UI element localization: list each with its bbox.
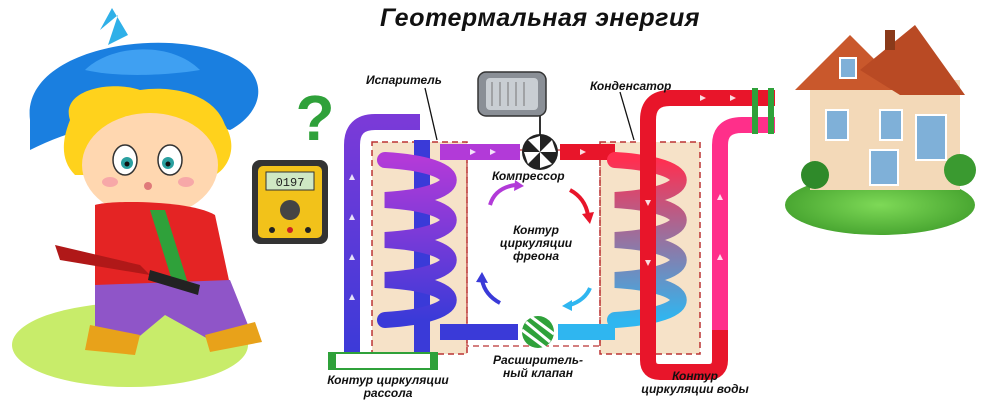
label-condenser: Конденсатор — [590, 79, 672, 93]
label-freon-loop-line3: фреона — [512, 249, 560, 264]
label-brine-line2: рассола — [363, 386, 413, 401]
condenser-coil — [607, 152, 687, 328]
label-evaporator: Испаритель — [366, 73, 442, 87]
expansion-valve-icon — [521, 314, 555, 350]
flow-arrows — [349, 95, 736, 300]
label-valve-line1: Расширитель- — [493, 353, 583, 367]
face — [82, 113, 218, 217]
label-freon-loop: Контур циркуляции фреона — [486, 223, 586, 264]
label-water-line2: циркуляции воды — [641, 382, 749, 397]
label-water-line1: Контур — [672, 369, 718, 383]
brine-pipe — [344, 114, 420, 360]
diagram-title: Геотермальная энергия — [380, 4, 700, 32]
label-valve-line2: ный клапан — [503, 366, 573, 381]
multimeter-display: 0197 — [276, 176, 305, 190]
house-illustration — [785, 25, 976, 235]
label-water-loop: Контур циркуляции воды — [625, 369, 765, 397]
boy-illustration: 0197 ? — [12, 8, 335, 387]
hat-tassel-icon — [100, 8, 128, 45]
label-freon-loop-line2: циркуляции — [499, 236, 573, 251]
label-brine-line1: Контур циркуляции — [327, 373, 449, 387]
multimeter-icon: 0197 — [252, 160, 328, 244]
pliers-icon — [55, 245, 150, 275]
label-brine-loop: Контур циркуляции рассола — [318, 373, 458, 401]
water-pipe-supply — [640, 90, 775, 360]
evaporator-coil — [377, 152, 457, 328]
compressor-fan-icon — [522, 134, 558, 170]
label-expansion-valve: Расширитель- ный клапан — [488, 353, 588, 381]
question-mark: ? — [295, 82, 334, 154]
compressor-motor-icon — [477, 71, 547, 138]
label-freon-loop-line1: Контур — [513, 223, 559, 237]
label-compressor: Компрессор — [492, 169, 565, 183]
water-pipe-return — [712, 117, 775, 330]
freon-cycle-arrows — [476, 180, 594, 311]
trousers — [95, 280, 250, 340]
